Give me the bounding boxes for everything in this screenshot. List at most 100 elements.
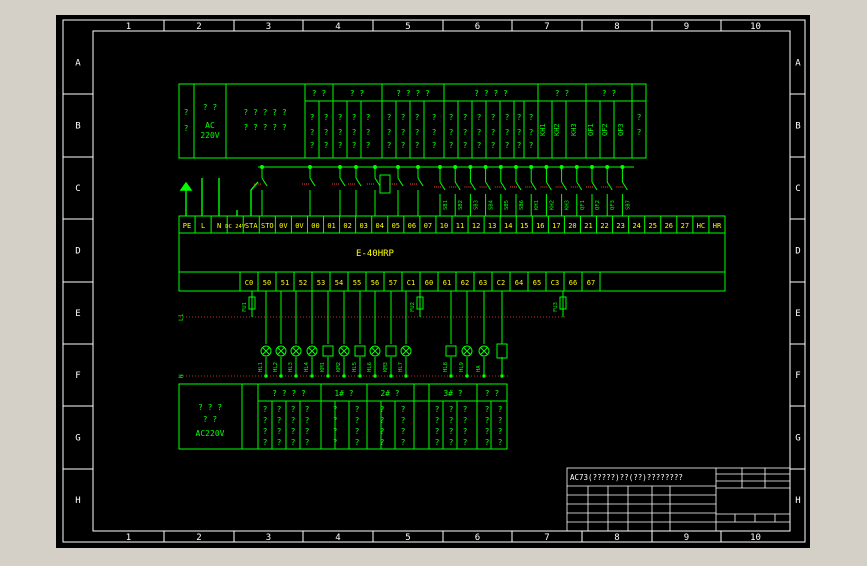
terminal-bottom: 50 xyxy=(263,279,271,287)
table-qmark: ? xyxy=(310,113,315,122)
terminal-top: 14 xyxy=(504,222,512,230)
switch-label-sb2: SB2 xyxy=(458,200,464,210)
power-desc-a: ? ? ? ? ? xyxy=(243,108,287,117)
table-qmark: ? xyxy=(505,113,510,122)
table-qmark: ? xyxy=(401,128,406,137)
table-qmark: ? xyxy=(263,416,268,425)
rail-top: L1 xyxy=(178,313,185,321)
table-qmark: ? xyxy=(263,438,268,447)
group-header-4: ? ? ? ? xyxy=(474,89,508,98)
col-label-top: 1 xyxy=(126,22,131,32)
row-label-right: F xyxy=(795,371,800,381)
row-label-right: B xyxy=(795,122,800,132)
table-qmark: ? xyxy=(463,405,468,414)
col-label-bottom: 1 xyxy=(126,533,131,543)
output-label: HL4 xyxy=(304,361,310,372)
table-qmark: ? xyxy=(310,141,315,150)
table-qmark: ? xyxy=(435,438,440,447)
table-qmark: ? xyxy=(380,416,385,425)
output-label: HL7 xyxy=(398,362,404,372)
terminal-top: 26 xyxy=(665,222,673,230)
terminal-bottom: 56 xyxy=(371,279,379,287)
col-label-top: 10 xyxy=(750,22,761,32)
junction-dot xyxy=(373,165,377,169)
table-qmark: ? xyxy=(366,128,371,137)
junction-dot xyxy=(310,374,314,378)
terminal-top: 01 xyxy=(327,222,335,230)
switch-contact xyxy=(485,181,492,191)
terminal-top: 00 xyxy=(311,222,319,230)
table-qmark: ? xyxy=(449,128,454,137)
col-label-bottom: 5 xyxy=(405,533,410,543)
output-label: KM3 xyxy=(383,362,389,372)
terminal-top: 24 xyxy=(632,222,640,230)
table-qmark: ? xyxy=(449,427,454,436)
table-qmark: ? xyxy=(485,416,490,425)
table-qmark: ? xyxy=(477,141,482,150)
power-ac-a: ? ? xyxy=(203,103,218,112)
col-label-bottom: 2 xyxy=(196,533,201,543)
switch-contact xyxy=(530,181,537,191)
table-qmark: ? xyxy=(324,113,329,122)
terminal-top: 21 xyxy=(584,222,592,230)
junction-dot xyxy=(482,374,486,378)
switch-contact xyxy=(606,181,613,191)
row-label-left: A xyxy=(75,59,81,69)
terminal-bottom: 60 xyxy=(425,279,433,287)
table-qmark: ? xyxy=(449,113,454,122)
bottom-header-4: 3# ? xyxy=(443,389,462,398)
table-qmark: ? xyxy=(291,427,296,436)
table-qmark: ? xyxy=(338,141,343,150)
switch-label-sb5: SB5 xyxy=(504,200,510,210)
table-qmark: ? xyxy=(305,416,310,425)
switch-label-qf2: QF2 xyxy=(595,200,601,210)
bottom-header-5: ? ? xyxy=(485,389,500,398)
row-label-left: G xyxy=(75,434,80,444)
switch-label-sb6: SB6 xyxy=(519,200,525,210)
terminal-top: 25 xyxy=(649,222,657,230)
table-qmark: ? xyxy=(401,416,406,425)
junction-dot xyxy=(294,374,298,378)
table-qmark: ? xyxy=(491,141,496,150)
lamp-icon xyxy=(461,345,473,357)
row-label-left: B xyxy=(75,122,80,132)
table-qmark: ? xyxy=(355,405,360,414)
table-qmark: ? xyxy=(277,427,282,436)
plc-model: E-40HRP xyxy=(356,249,395,259)
junction-dot xyxy=(620,165,625,169)
power-ac-c: 220V xyxy=(200,131,219,140)
table-qmark: ? xyxy=(401,405,406,414)
table-qmark: ? xyxy=(352,128,357,137)
terminal-bottom: 51 xyxy=(281,279,289,287)
terminal-bottom: C2 xyxy=(497,279,505,287)
junction-dot xyxy=(574,165,579,169)
output-label: KM2 xyxy=(336,362,342,372)
junction-dot xyxy=(342,374,346,378)
switch-contact xyxy=(454,181,461,191)
terminal-bottom: 52 xyxy=(299,279,307,287)
output-branches xyxy=(251,291,564,378)
device-label-qf1: QF1 xyxy=(587,123,595,136)
buzzer-icon xyxy=(496,343,508,359)
terminal-bottom: C0 xyxy=(245,279,253,287)
table-qmark: ? xyxy=(305,405,310,414)
junction-dot xyxy=(514,165,518,169)
col-label-bottom: 10 xyxy=(750,533,761,543)
terminal-top: HC xyxy=(697,222,705,230)
col-label-bottom: 7 xyxy=(544,533,549,543)
terminal-top: 06 xyxy=(408,222,416,230)
switch-contact xyxy=(591,181,598,191)
terminal-top: 07 xyxy=(424,222,432,230)
switch-label-kh3: KH3 xyxy=(565,200,571,210)
switch-label-sb4: SB4 xyxy=(489,199,495,210)
lamp-icon xyxy=(290,345,302,357)
device-label-qf3: QF3 xyxy=(617,123,625,136)
fuse-label: FU2 xyxy=(410,302,416,312)
group-header-5: ? ? xyxy=(555,89,570,98)
junction-dot xyxy=(404,374,408,378)
